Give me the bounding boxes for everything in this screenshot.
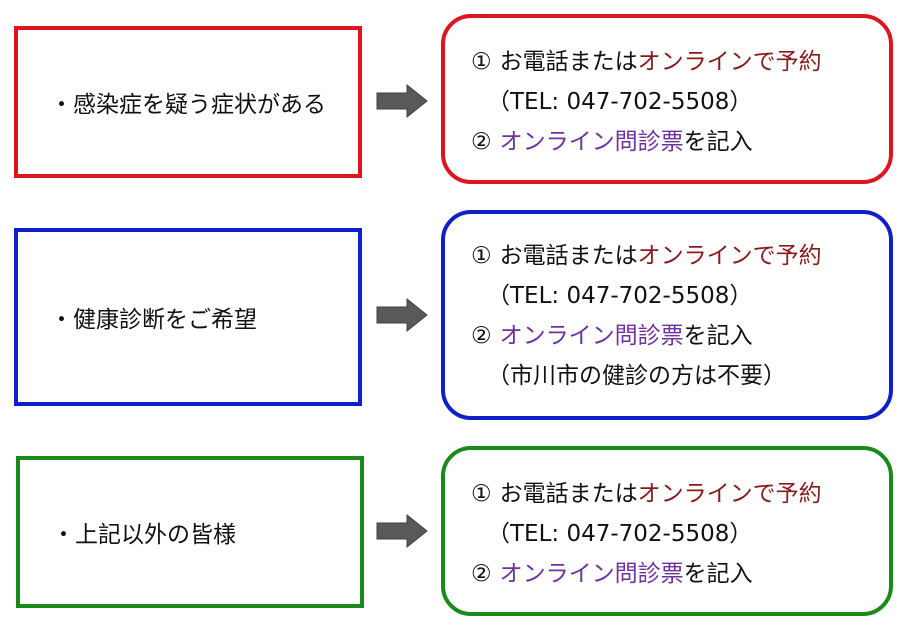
step-number: ① (471, 481, 492, 507)
online-questionnaire-link[interactable]: オンライン問診票 (499, 129, 684, 155)
online-reserve-link[interactable]: オンラインで予約 (637, 243, 822, 269)
step-number: ① (471, 49, 492, 75)
condition-box-health-checkup: ・健康診断をご希望 (14, 228, 362, 406)
step-reserve-line: ① お電話またはオンラインで予約 (471, 474, 889, 514)
info-box-symptoms: ① お電話またはオンラインで予約 （TEL: 047-702-5508） ② オンラ… (441, 14, 893, 184)
condition-box-symptoms: ・感染症を疑う症状がある (14, 26, 362, 178)
condition-label: ・上記以外の皆様 (52, 522, 236, 548)
step-reserve-line: ① お電話またはオンラインで予約 (471, 42, 889, 82)
arrow-right-icon (376, 514, 428, 548)
step-questionnaire-line: ② オンライン問診票を記入 (471, 122, 889, 162)
info-box-health-checkup: ① お電話またはオンラインで予約 （TEL: 047-702-5508） ② オンラ… (441, 210, 893, 420)
condition-box-others: ・上記以外の皆様 (16, 456, 364, 608)
info-box-others: ① お電話またはオンラインで予約 （TEL: 047-702-5508） ② オンラ… (441, 446, 893, 616)
step-questionnaire-line: ② オンライン問診票を記入 (471, 554, 889, 594)
step-text: お電話または (499, 243, 638, 269)
online-reserve-link[interactable]: オンラインで予約 (637, 49, 822, 75)
step-text: お電話または (499, 481, 638, 507)
arrow-right-icon (376, 298, 428, 332)
exemption-note: （市川市の健診の方は不要） (487, 363, 786, 389)
phone-number: （TEL: 047-702-5508） (487, 521, 753, 547)
online-reserve-link[interactable]: オンラインで予約 (637, 481, 822, 507)
step-text: を記入 (683, 561, 753, 587)
step-text: お電話または (499, 49, 638, 75)
step-number: ① (471, 243, 492, 269)
condition-label: ・感染症を疑う症状がある (50, 92, 326, 118)
phone-number: （TEL: 047-702-5508） (487, 283, 753, 309)
condition-label: ・健康診断をご希望 (50, 307, 257, 333)
step-number: ② (471, 129, 492, 155)
arrow-right-icon (376, 84, 428, 118)
step-text: を記入 (683, 323, 753, 349)
phone-number: （TEL: 047-702-5508） (487, 89, 753, 115)
online-questionnaire-link[interactable]: オンライン問診票 (499, 323, 684, 349)
step-questionnaire-line: ② オンライン問診票を記入 (471, 316, 889, 356)
step-number: ② (471, 561, 492, 587)
online-questionnaire-link[interactable]: オンライン問診票 (499, 561, 684, 587)
step-number: ② (471, 323, 492, 349)
step-text: を記入 (683, 129, 753, 155)
step-reserve-line: ① お電話またはオンラインで予約 (471, 236, 889, 276)
